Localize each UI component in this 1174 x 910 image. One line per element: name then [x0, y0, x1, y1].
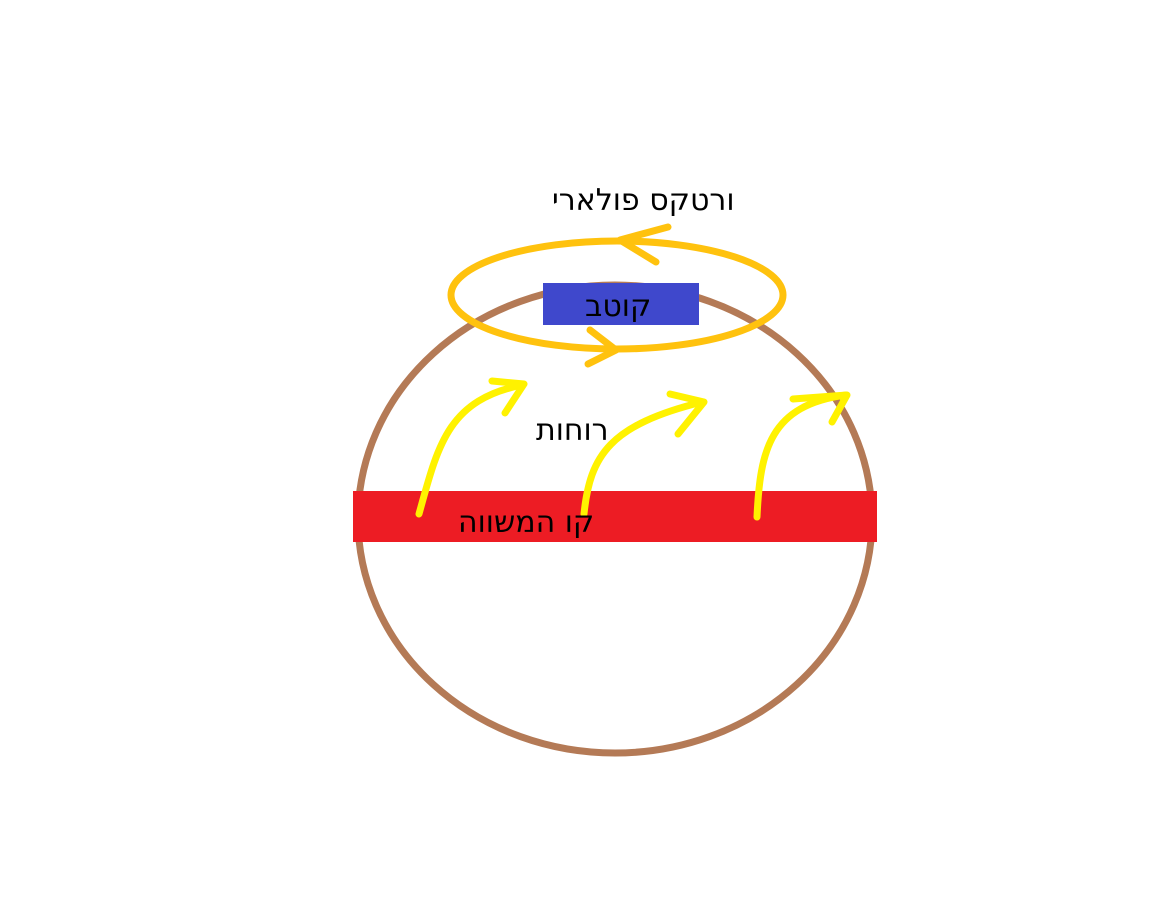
wind-arrow-middle-icon — [580, 390, 708, 518]
vortex-arrowhead-left-icon — [616, 223, 672, 266]
pole-label: קוטב — [585, 289, 652, 324]
wind-arrow-right-icon — [753, 391, 851, 521]
winds-label: רוחות — [536, 413, 609, 448]
pole-box — [543, 283, 699, 325]
vortex-label: ורטקס פולארי — [552, 183, 735, 218]
equator-label: קו המשווה — [458, 505, 595, 540]
vortex-arrowhead-right-icon — [584, 326, 620, 368]
equator-band — [353, 491, 877, 542]
wind-arrow-left-icon — [415, 377, 528, 518]
